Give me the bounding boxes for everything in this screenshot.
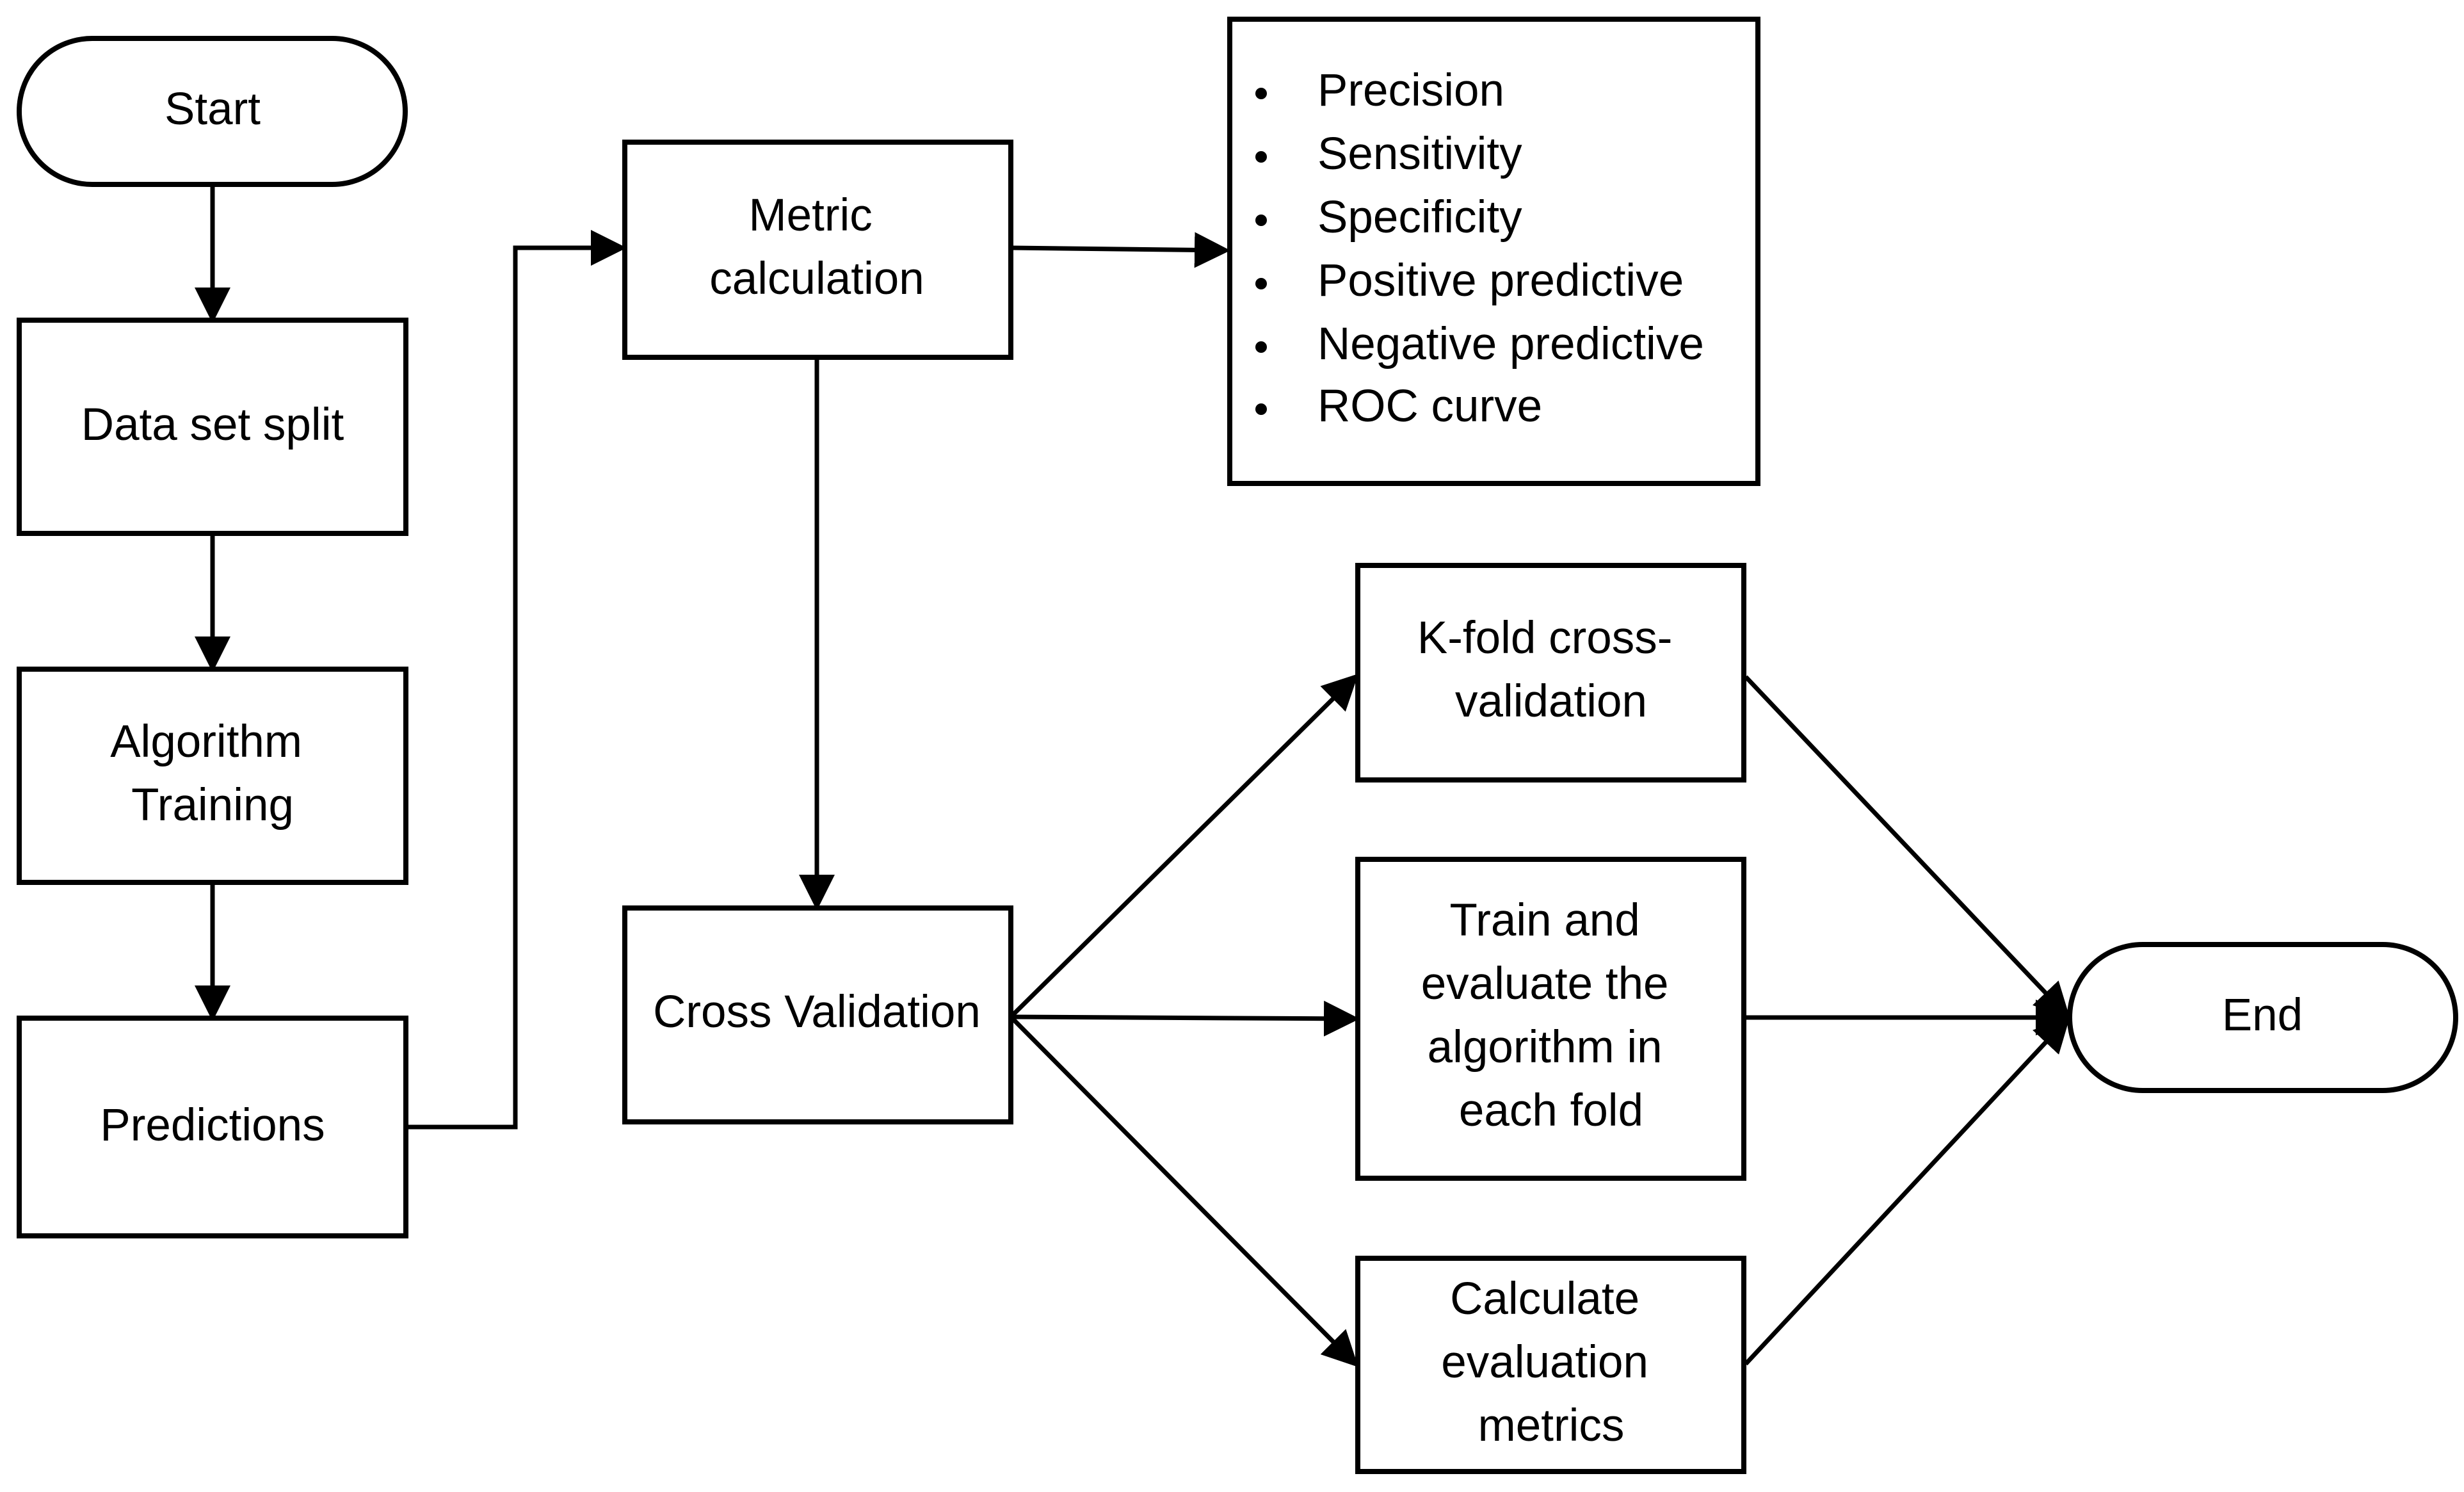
predictions-box: Predictions [17,1016,408,1238]
svg-text:Negative predictive: Negative predictive [1317,319,1704,369]
bullet-icon [1255,278,1267,289]
train-evaluate-label: Train and evaluate the algorithm in each… [1421,895,1682,1136]
metrics-list: Precision Sensitivity Specificity Positi… [1255,65,1704,432]
algorithm-training-label: Algorithm Training [110,717,315,831]
list-item: ROC curve [1255,381,1542,432]
kfold-label: K-fold cross- validation [1417,613,1685,727]
end-terminal: End [2067,942,2458,1093]
svg-text:Positive predictive: Positive predictive [1317,255,1684,306]
kfold-box: K-fold cross- validation [1355,563,1746,782]
algorithm-training-box: Algorithm Training [17,667,408,885]
svg-text:ROC curve: ROC curve [1317,381,1542,432]
bullet-icon [1255,88,1267,99]
edge-kfold-to-end [1744,675,2070,1019]
predictions-label: Predictions [100,1100,325,1151]
start-terminal: Start [17,36,408,187]
connectors [195,186,2072,1367]
edge-metric-calculation-to-metrics-list [1010,232,1230,268]
svg-text:Specificity: Specificity [1317,192,1522,243]
list-item: Specificity [1255,192,1522,243]
list-item: Negative predictive [1255,319,1704,369]
data-set-split-label: Data set split [81,400,344,450]
train-evaluate-box: Train and evaluate the algorithm in each… [1355,857,1746,1181]
start-label: Start [165,84,261,134]
bullet-icon [1255,151,1267,163]
metrics-list-box: Precision Sensitivity Specificity Positi… [1227,17,1760,486]
edge-cross-validation-to-train-evaluate [1010,1000,1360,1037]
svg-text:Precision: Precision [1317,65,1504,116]
list-item: Sensitivity [1255,129,1522,179]
edge-cross-validation-to-calculate-metrics [1009,1015,1358,1367]
list-item: Precision [1255,65,1504,116]
bullet-icon [1255,341,1267,353]
cross-validation-label: Cross Validation [653,987,981,1037]
edge-predictions-to-metric-calculation [406,230,627,1130]
edge-cross-validation-to-kfold [1009,674,1358,1019]
cross-validation-box: Cross Validation [622,905,1013,1124]
data-set-split-box: Data set split [17,318,408,536]
edge-calculate-metrics-to-end [1744,1016,2070,1366]
bullet-icon [1255,403,1267,415]
metric-calculation-label: Metric calculation [709,190,924,304]
calculate-metrics-label: Calculate evaluation metrics [1441,1274,1661,1451]
end-label: End [2222,990,2303,1041]
svg-text:Sensitivity: Sensitivity [1317,129,1522,179]
metric-calculation-box: Metric calculation [622,140,1013,360]
bullet-icon [1255,215,1267,226]
calculate-metrics-box: Calculate evaluation metrics [1355,1256,1746,1474]
list-item: Positive predictive [1255,255,1684,306]
